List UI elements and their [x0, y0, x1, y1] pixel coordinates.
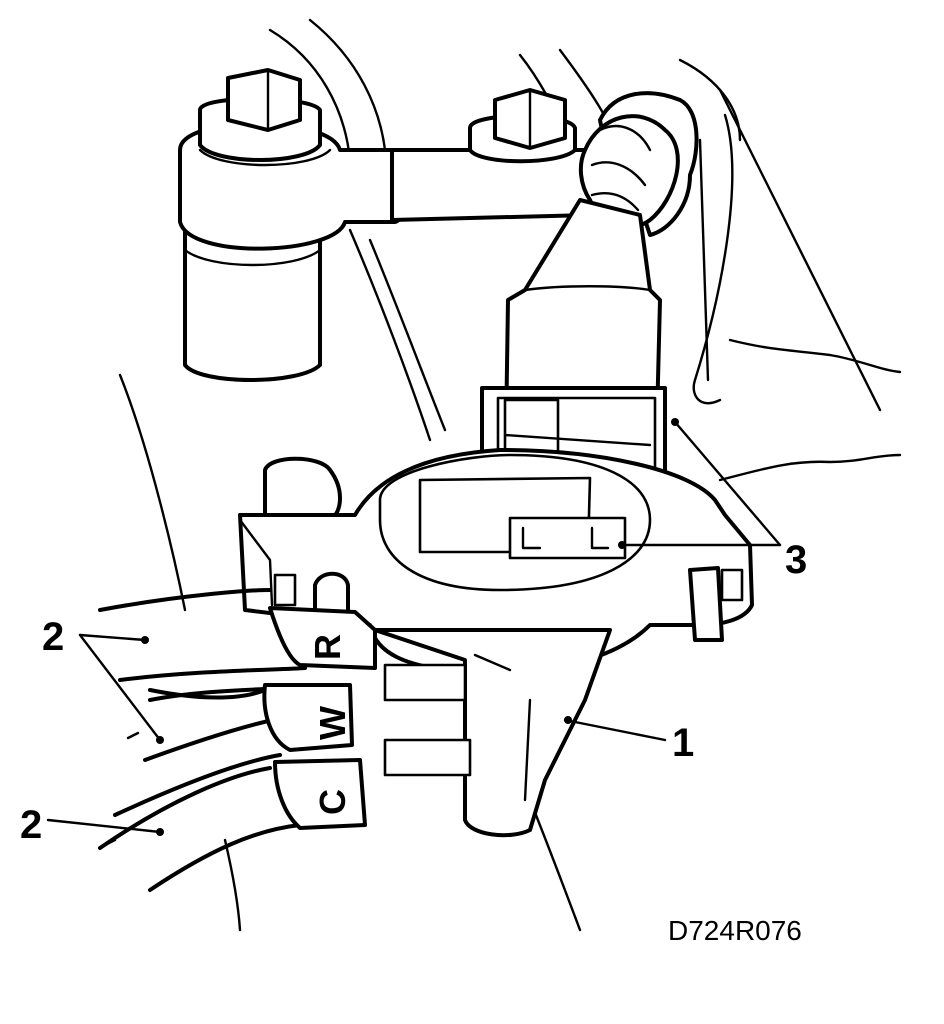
engine-background-lines [118, 18, 902, 932]
sensor-body [373, 628, 612, 838]
wire-letter-bottom: C [312, 789, 353, 815]
sensor-flange [238, 448, 754, 675]
wire-letter-middle: W [312, 706, 353, 740]
callout-wires-upper: 2 [42, 615, 64, 659]
wiring-harness [98, 588, 377, 892]
callout-wires-lower: 2 [20, 803, 42, 847]
rear-bolt [468, 88, 577, 164]
callout-sensor: 1 [672, 721, 694, 765]
cable-boot [578, 91, 699, 237]
leader-lines [46, 418, 782, 836]
callout-connector-and-clip: 3 [785, 538, 807, 582]
mounting-bracket [178, 68, 600, 382]
wire-letter-top: R [307, 634, 348, 660]
figure-reference: D724R076 [668, 915, 802, 946]
